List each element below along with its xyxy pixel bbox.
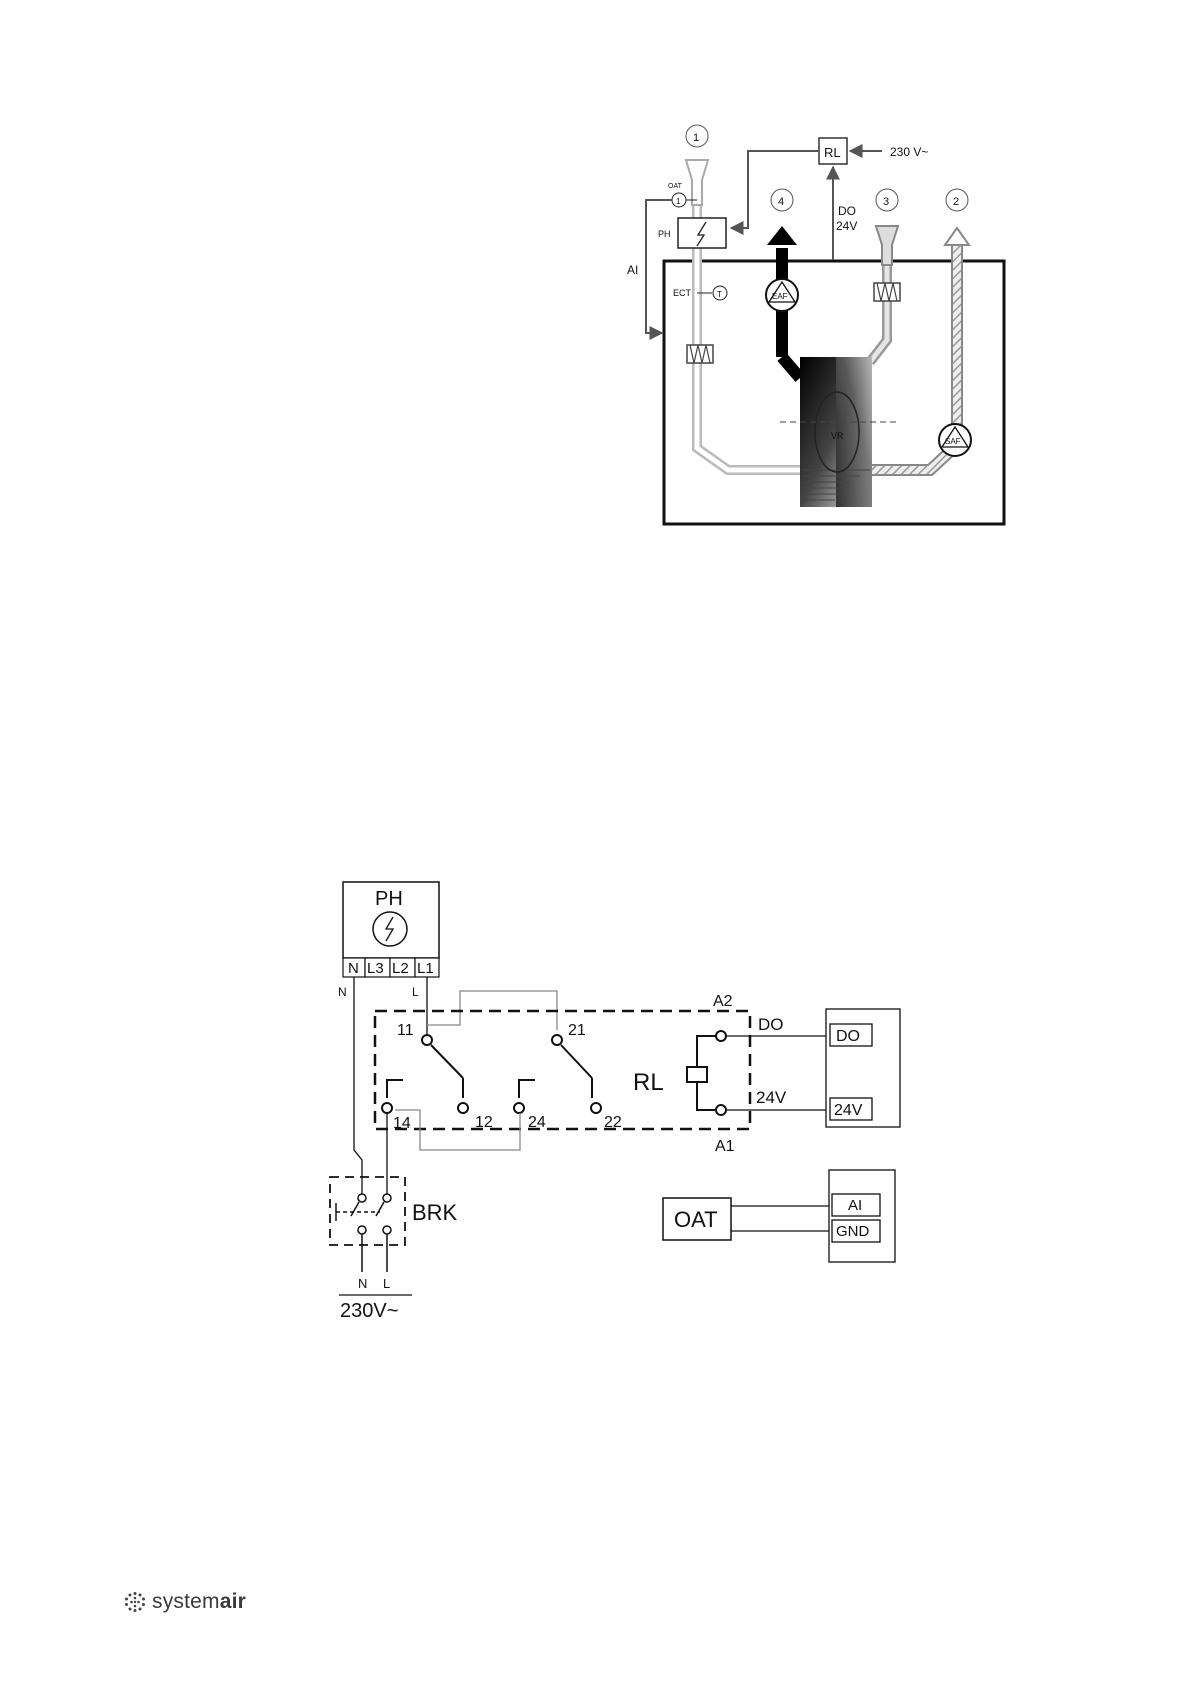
- svg-text:21: 21: [568, 1022, 586, 1039]
- wire-n-label: N: [338, 985, 347, 999]
- v24-label: 24V: [836, 219, 857, 233]
- fan-eaf: EAF: [766, 279, 798, 311]
- node-3: 3: [876, 189, 898, 211]
- svg-text:12: 12: [475, 1114, 493, 1131]
- systemair-dots-icon: [124, 1591, 146, 1613]
- svg-text:AI: AI: [848, 1197, 862, 1214]
- preheater-ph: [678, 218, 726, 248]
- unit-schematic: VR EAF SAF 1 4 3 2 RL 230 V~ DO: [0, 0, 1191, 560]
- svg-text:A2: A2: [713, 993, 733, 1010]
- svg-text:3: 3: [883, 196, 889, 208]
- svg-text:L: L: [383, 1276, 390, 1291]
- svg-text:4: 4: [778, 196, 784, 208]
- svg-text:GND: GND: [836, 1223, 870, 1240]
- outlet-arrow-4: [767, 226, 797, 245]
- svg-text:SAF: SAF: [945, 437, 961, 446]
- ph-terminal-strip: N L3 L2 L1: [343, 958, 439, 977]
- svg-text:A1: A1: [715, 1138, 735, 1155]
- relay-rl-label: RL: [633, 1069, 664, 1096]
- svg-text:L3: L3: [367, 960, 384, 977]
- inlet-funnel-3: [876, 226, 898, 265]
- contact-set-2: [514, 1035, 601, 1113]
- svg-text:T: T: [717, 290, 722, 299]
- ect-label: ECT: [673, 288, 692, 298]
- breaker-label: BRK: [412, 1200, 458, 1225]
- svg-text:1: 1: [676, 197, 681, 206]
- svg-text:DO: DO: [836, 1028, 860, 1045]
- svg-text:L1: L1: [417, 960, 434, 977]
- svg-text:22: 22: [604, 1114, 622, 1131]
- svg-text:24V: 24V: [756, 1088, 787, 1107]
- svg-text:2: 2: [953, 196, 959, 208]
- svg-text:14: 14: [393, 1115, 411, 1132]
- supply-label: 230V~: [340, 1300, 398, 1322]
- svg-text:L2: L2: [392, 960, 409, 977]
- svg-text:N: N: [358, 1276, 367, 1291]
- breaker-brk: [330, 1177, 405, 1245]
- node-1: 1: [686, 125, 708, 147]
- fan-saf: SAF: [939, 424, 971, 456]
- inlet-funnel-1: [686, 160, 708, 205]
- wire-l-label: L: [412, 985, 419, 999]
- relay-coil: [687, 1031, 726, 1115]
- ai-label: AI: [627, 263, 638, 277]
- brand-logo: systemair: [124, 1590, 246, 1614]
- ph-label: PH: [658, 229, 671, 239]
- relay-to-ph-wire: [731, 151, 819, 228]
- oat-label: OAT: [668, 183, 683, 190]
- svg-text:DO: DO: [758, 1015, 784, 1034]
- svg-text:11: 11: [397, 1022, 414, 1039]
- brand-name: systemair: [152, 1590, 246, 1614]
- ai-signal-wire: [646, 200, 672, 333]
- filter-extract: [874, 283, 900, 301]
- svg-text:1: 1: [693, 132, 699, 144]
- filter-supply: [687, 345, 713, 363]
- wiring-diagram: PH N L3 L2 L1 N L A2 A1 RL 11 14 12: [0, 860, 1191, 1420]
- node-4: 4: [771, 189, 793, 211]
- do-label: DO: [838, 204, 856, 218]
- vr-label: VR: [831, 431, 844, 441]
- svg-text:24: 24: [528, 1114, 546, 1131]
- node-2: 2: [946, 189, 968, 211]
- ph-title: PH: [375, 888, 403, 910]
- svg-text:OAT: OAT: [674, 1207, 718, 1232]
- neutral-wire: [354, 977, 362, 1200]
- outlet-arrow-2: [945, 228, 969, 245]
- breaker-contacts: [336, 1194, 391, 1272]
- contact-set-1: [382, 1035, 468, 1113]
- relay-label: RL: [824, 145, 841, 160]
- svg-text:24V: 24V: [834, 1102, 863, 1119]
- svg-text:EAF: EAF: [772, 292, 788, 301]
- svg-text:N: N: [348, 960, 359, 977]
- mains-label: 230 V~: [890, 145, 928, 159]
